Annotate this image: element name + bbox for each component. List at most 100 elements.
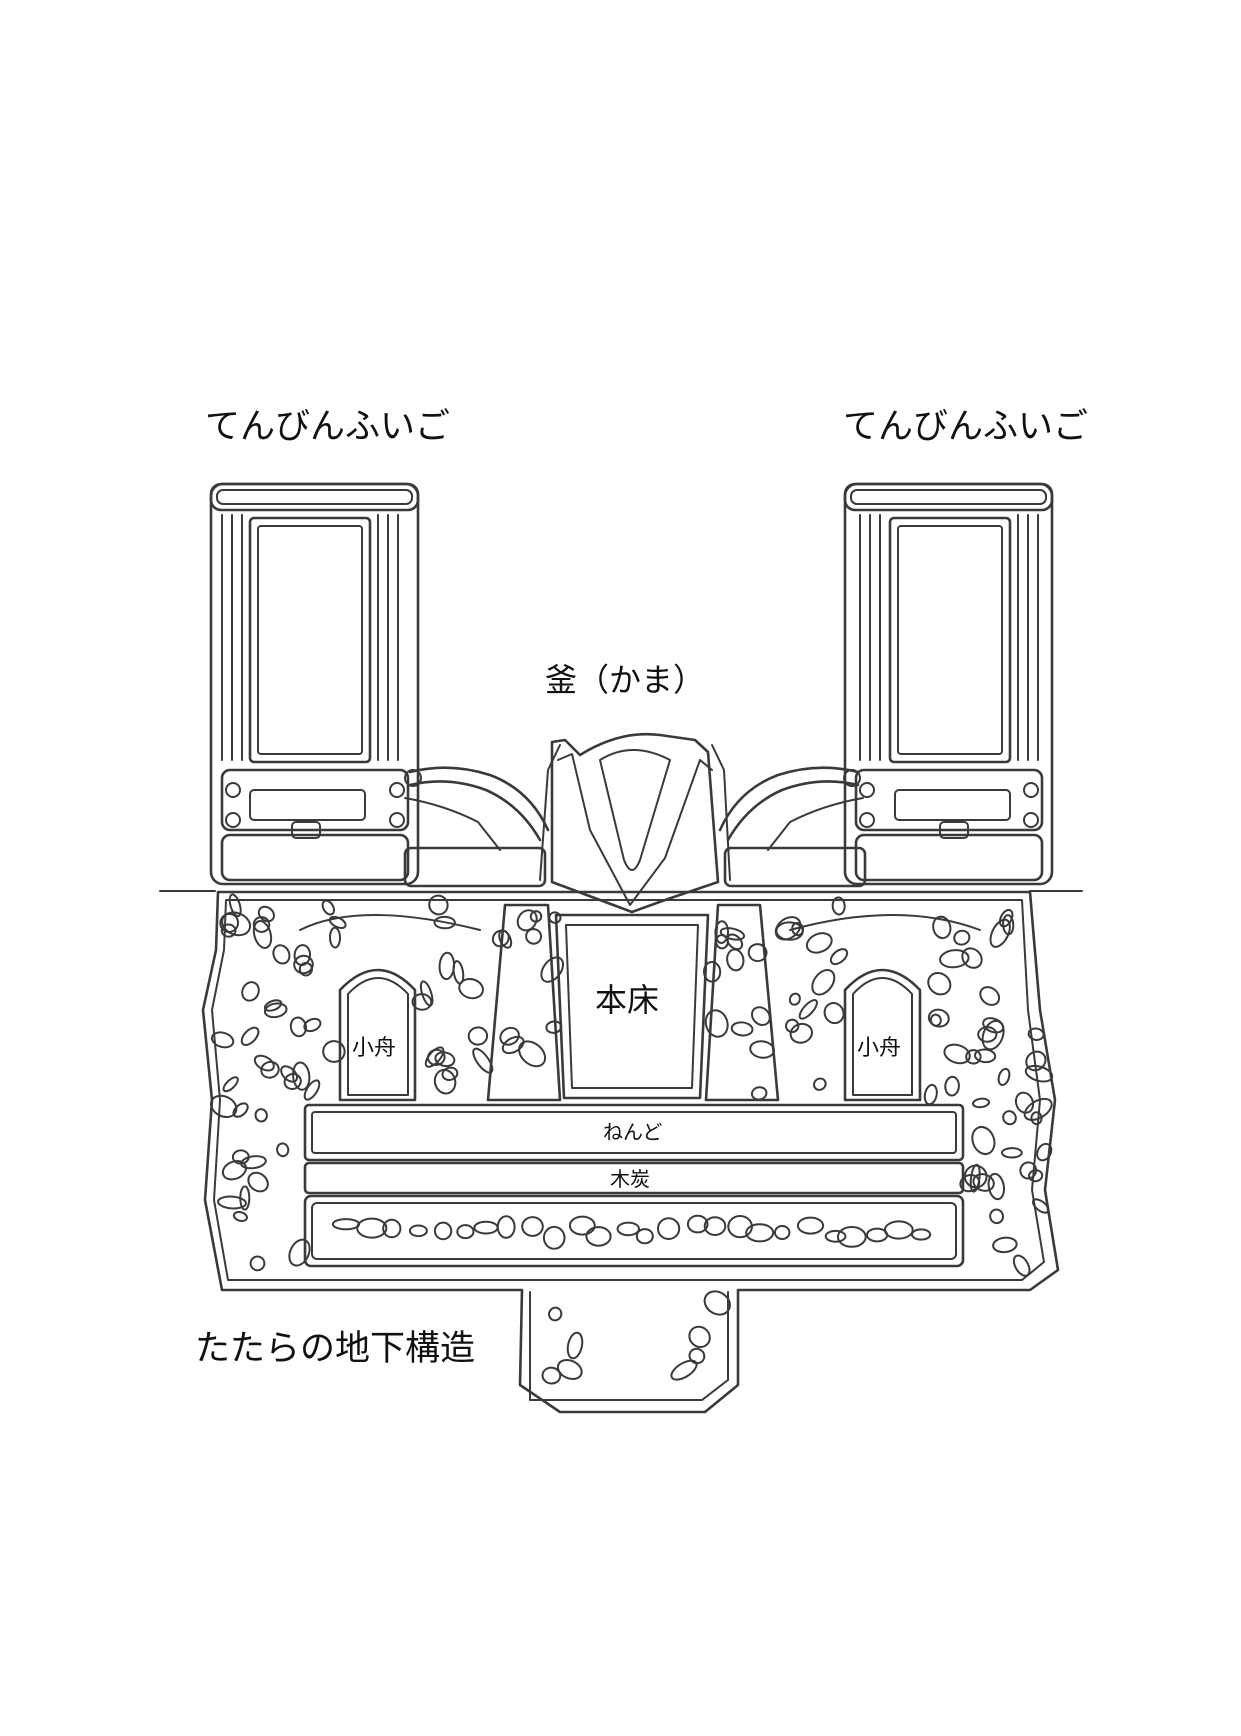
rubble-stone [472,1047,494,1074]
right-bellows-label: てんびんふいご [843,407,1089,447]
rubble-stone [303,1017,322,1033]
rubble-stone [812,1077,827,1091]
rubble-stone [491,929,510,948]
rubble-stone [730,1021,754,1037]
kama-label: 釜（かま） [545,661,706,699]
rubble-stone [774,916,802,941]
rubble-stone [923,1083,938,1106]
rubble-stone [247,1171,269,1193]
charcoal-chunk [616,1221,640,1237]
charcoal-layer [303,1161,965,1268]
rubble-stone [829,948,849,966]
kobune-left-label: 小舟 [352,1036,397,1061]
rubble-stone [981,1019,1005,1051]
rubble-stone [217,1195,247,1210]
rubble-stone [953,929,971,946]
rubble-stone [805,932,833,954]
rubble-stone [298,961,314,977]
rubble-stone [971,1125,996,1156]
rubble-stone [501,1035,525,1055]
rubble-stone [749,1040,775,1059]
rubble-stone [518,1040,547,1068]
rubble-stone [272,944,291,965]
caption: たたらの地下構造 [195,1329,476,1369]
rubble-stone [789,1022,813,1044]
rubble-stone [791,921,804,937]
rubble-stone [726,948,745,972]
rubble-stone [467,1026,489,1046]
rubble-stone [548,1306,563,1322]
charcoal-chunk [703,1216,727,1236]
rubble-stone [221,1159,247,1181]
rubble-stone [209,1094,238,1119]
charcoal-chunk [796,1216,825,1235]
rubble-stone [548,911,562,924]
rubble-stone [252,916,271,933]
rubble-stone [263,999,283,1012]
rubble-stone [252,920,273,949]
rubble-stone [927,971,952,996]
rubble-stone [452,960,465,985]
rubble-stone [545,1020,563,1034]
rubble-stone [292,1061,311,1091]
kobune-right-label: 小舟 [857,1036,902,1061]
rubble-stone [220,923,237,938]
rubble-stone [253,1054,275,1072]
charcoal-chunk [433,1221,453,1241]
rubble-stone [961,947,983,969]
rubble-columns [486,903,780,1102]
charcoal-chunk [686,1214,709,1234]
rubble-stone [831,896,846,916]
rubble-stone [963,1164,988,1189]
rubble-stone [499,1026,520,1046]
rubble-stone [249,1255,266,1272]
charcoal-chunk [496,1215,516,1239]
rubble-stone [1014,1091,1035,1114]
rubble-stone [989,1208,1005,1225]
rubble-stone [1001,1147,1023,1159]
rubble-stone [240,1026,260,1046]
rubble-stone [714,920,730,944]
rubble-stone [241,981,260,1002]
charcoal-chunk [568,1215,596,1236]
rubble-stone [232,1210,248,1223]
charcoal-chunk [542,1225,566,1250]
rubble-stone [328,915,347,929]
rubble-stone [228,893,242,918]
rubble-stone [458,978,484,1000]
rubble-stone [943,1043,971,1065]
rubble-stone [276,1142,290,1158]
rubble-stone [688,1325,711,1349]
rubble-stone [1012,1254,1031,1277]
rubble-stone [979,986,1001,1006]
rubble-stone [670,1359,698,1381]
rubble-stone [704,1009,729,1038]
kama-furnace [539,732,731,914]
rubble-stone [328,926,342,949]
rubble-stone [965,1049,982,1065]
rubble-stone [525,928,543,945]
rubble-stone [541,1366,562,1385]
rubble-stone [719,927,746,941]
rubble-stone [433,915,456,930]
rubble-stone [289,1016,307,1038]
rubble-stone [750,1086,768,1101]
nendo-label: ねんど [603,1120,663,1144]
rubble-stone [702,961,722,983]
clay-layer [303,1103,965,1162]
rubble-stone [516,909,538,932]
rubble-stone [438,951,456,981]
rubble-stone [987,1172,1006,1201]
charcoal-chunk [382,1218,402,1239]
charcoal-chunk [911,1228,932,1241]
mokutan-label: 木炭 [610,1167,650,1191]
rubble-stone [992,1236,1018,1254]
rubble-stone [944,1075,960,1097]
kobune-chambers [299,914,981,1102]
rubble-stone [1036,1142,1053,1162]
rubble-stone [974,1048,997,1064]
charcoal-chunk [521,1216,544,1237]
charcoal-chunk [774,1225,791,1240]
rubble-stone [260,1060,280,1079]
rubble-stones [209,893,1054,1385]
